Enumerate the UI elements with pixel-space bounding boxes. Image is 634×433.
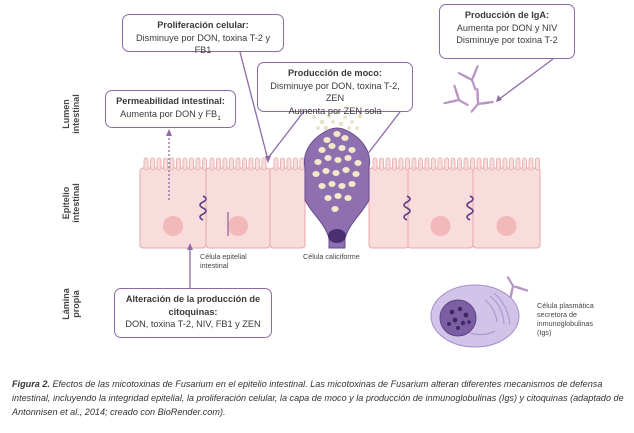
caption-text: Efectos de las micotoxinas de Fusarium e… [12, 379, 624, 417]
epithelial-cell-label: Célula epitelial intestinal [200, 252, 260, 270]
iga-title: Producción de IgA: [464, 10, 550, 20]
goblet-cell [303, 127, 371, 249]
cytokines-title-2: citoquinas: [168, 306, 218, 317]
goblet-cell-label: Célula caliciforme [303, 252, 360, 261]
pointer-lines [168, 51, 554, 298]
caption-label: Figura 2. [12, 379, 50, 389]
permeability-line-text: Aumenta por DON y FB [120, 108, 218, 119]
mucus-title: Producción de moco: [288, 68, 382, 78]
side-label-lumen-line2: intestinal [71, 94, 81, 134]
antibodies [443, 65, 529, 302]
plasma-cell-label-line2: secretora de [537, 310, 577, 319]
plasma-cell-label-line3: inmunoglobulinas [537, 319, 593, 328]
epithelial-cell [368, 167, 409, 249]
permeability-title: Permeabilidad intestinal: [116, 96, 225, 106]
epithelial-layer [139, 157, 541, 249]
cell-nucleus [228, 216, 248, 236]
side-label-epithelium-line2: intestinal [71, 183, 81, 223]
cytokines-box: Alteración de la producción de citoquina… [114, 288, 272, 338]
cell-nucleus [163, 216, 183, 236]
epithelial-cell [269, 167, 306, 249]
mucus-line-1: Disminuye por DON, toxina T-2, ZEN [270, 80, 400, 104]
plasma-cell-label-line4: (Igs) [537, 328, 552, 337]
permeability-subscript: 1 [217, 114, 221, 122]
side-label-epithelium: Epitelio intestinal [61, 178, 81, 228]
proliferation-title: Proliferación celular: [157, 20, 249, 30]
epithelial-cell-label-line2: intestinal [200, 261, 229, 270]
plasma-cell [430, 284, 520, 348]
side-label-lamina: Lámina propia [61, 283, 81, 325]
permeability-box: Permeabilidad intestinal: Aumenta por DO… [105, 90, 236, 128]
cell-nucleus [430, 216, 451, 236]
plasma-cell-label: Célula plasmática secretora de inmunoglo… [537, 301, 617, 337]
cytokines-line: DON, toxina T-2, NIV, FB1 y ZEN [125, 319, 261, 329]
figure-caption: Figura 2. Efectos de las micotoxinas de … [12, 377, 624, 419]
side-label-lumen-line1: Lumen [61, 99, 71, 129]
side-label-lumen: Lumen intestinal [61, 91, 81, 137]
proliferation-box: Proliferación celular: Disminuye por DON… [122, 14, 284, 55]
side-label-lamina-line1: Lámina [61, 288, 71, 320]
epithelial-cell-label-line1: Célula epitelial [200, 252, 247, 261]
iga-line-1: Aumenta por DON y NIV [456, 22, 558, 33]
permeability-line: Aumenta por DON y FB1 [110, 108, 231, 125]
side-label-lamina-line2: propia [71, 290, 81, 318]
mucus-box: Producción de moco: Disminuye por DON, t… [257, 62, 413, 116]
cell-nucleus [496, 216, 517, 236]
mucus-line-2: Aumenta por ZEN sola [288, 105, 382, 116]
iga-line-2: Disminuye por toxina T-2 [456, 35, 558, 45]
tight-junctions [199, 195, 474, 221]
iga-box: Producción de IgA: Aumenta por DON y NIV… [439, 4, 575, 59]
cytokines-title: Alteración de la producción de [125, 294, 261, 304]
proliferation-line: Disminuye por DON, toxina T-2 y FB1 [135, 32, 271, 56]
side-label-epithelium-line1: Epitelio [61, 186, 71, 220]
plasma-cell-label-line1: Célula plasmática [537, 301, 594, 310]
